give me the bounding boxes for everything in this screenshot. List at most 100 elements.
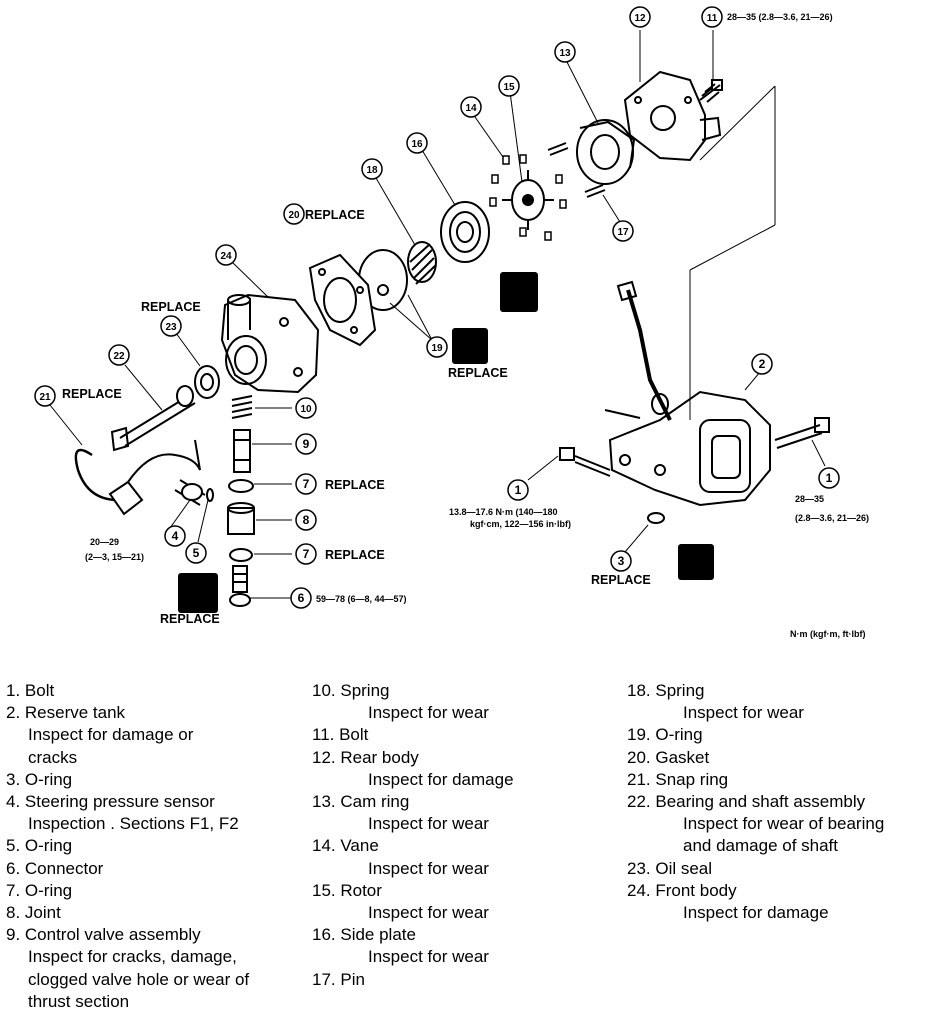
callout-18: 18: [366, 165, 378, 176]
rotor-part: [502, 170, 554, 230]
callout-14: 14: [465, 103, 477, 114]
replace-part-marker: [500, 272, 538, 312]
legend-item-note: Inspect for wear: [683, 703, 804, 723]
legend-item-title: 22. Bearing and shaft assembly: [627, 792, 866, 812]
reserve-tank-part: [604, 280, 771, 507]
legend-item-title: 12. Rear body: [312, 747, 419, 767]
callout-13: 13: [559, 48, 571, 59]
gasket-part: [308, 253, 377, 347]
legend-item: 7. O-ring: [6, 880, 306, 902]
callout-9: 9: [303, 437, 310, 451]
o-ring-3-part: [647, 512, 665, 524]
legend-item-note: Inspect for damage: [683, 903, 829, 923]
callout-22: 22: [113, 351, 125, 362]
replace-part-marker: [452, 328, 488, 364]
torque-spec-1-line1: 13.8—17.6 N·m (140—180: [449, 507, 558, 517]
cam-ring-part: [576, 119, 636, 185]
snap-ring-part: [74, 448, 119, 502]
callout-12: 12: [634, 13, 646, 24]
callout-1: 1: [515, 483, 522, 497]
o-ring-7a-part: [228, 479, 254, 493]
bearing-shaft-part: [110, 385, 196, 452]
legend-item-title: 23. Oil seal: [627, 858, 713, 878]
legend-item-note: Inspect for wear: [368, 703, 489, 723]
replace-part-marker: [678, 544, 714, 580]
callout-7b: 7: [303, 547, 310, 561]
legend-item: 17. Pin: [312, 969, 612, 991]
torque-spec-4-line2: (2—3, 15—21): [85, 552, 144, 562]
spring-10-part: [231, 395, 253, 419]
legend-item-title: 24. Front body: [627, 880, 737, 900]
legend-item: 5. O-ring: [6, 835, 306, 857]
legend-item: 1. Bolt: [6, 680, 306, 702]
legend-item: 21. Snap ring: [627, 769, 937, 791]
legend-item-note: Inspect for wear of bearing: [683, 814, 885, 834]
callout-17: 17: [617, 227, 629, 238]
torque-spec-4-line1: 20—29: [90, 537, 119, 547]
legend-item-title: 7. O-ring: [6, 880, 73, 900]
callout-1b: 1: [826, 471, 833, 485]
legend-item-title: 1. Bolt: [6, 681, 55, 700]
callout-15: 15: [503, 82, 515, 93]
front-body-part: [220, 293, 320, 394]
legend-item-title: 10. Spring: [312, 681, 390, 700]
replace-label-20: REPLACE: [305, 208, 365, 222]
legend-item-title: 18. Spring: [627, 681, 705, 700]
callout-8: 8: [303, 513, 310, 527]
pin-part: [547, 142, 606, 198]
legend-item: 19. O-ring: [627, 724, 937, 746]
o-ring-7b-part: [229, 548, 253, 562]
legend-item-note: Inspect for wear: [368, 903, 489, 923]
callout-3: 3: [618, 554, 625, 568]
connector-part: [229, 565, 251, 607]
callout-21: 21: [39, 392, 51, 403]
legend-item-title: 3. O-ring: [6, 769, 73, 789]
units-note: N·m (kgf·m, ft·lbf): [790, 629, 865, 639]
legend-item-note: and damage of shaft: [683, 836, 839, 856]
legend-item-note: Inspect for wear: [368, 814, 489, 834]
legend-item: 11. Bolt: [312, 724, 612, 746]
callout-4: 4: [172, 529, 179, 543]
replace-label-23: REPLACE: [141, 300, 201, 314]
replace-part-marker: [178, 573, 218, 613]
callout-16: 16: [411, 139, 423, 150]
joint-part: [227, 502, 255, 535]
callout-10: 10: [300, 404, 312, 415]
legend-item-title: 15. Rotor: [312, 880, 382, 900]
vane-part: [489, 154, 567, 241]
legend-item-note: Inspect for wear: [368, 858, 489, 878]
legend-item-note: thrust section: [28, 991, 130, 1011]
legend-item-title: 14. Vane: [312, 836, 379, 856]
legend-item-title: 8. Joint: [6, 903, 61, 923]
legend-item-note: cracks: [28, 747, 78, 767]
oil-seal-part: [194, 365, 220, 399]
torque-spec-1b-line1: 28—35: [795, 494, 824, 504]
replace-label-7b: REPLACE: [325, 548, 385, 562]
legend-item: 6. Connector: [6, 858, 306, 880]
callout-6: 6: [298, 591, 305, 605]
legend-item: 8. Joint: [6, 902, 306, 924]
legend-item-title: 9. Control valve assembly: [6, 925, 201, 945]
bolt-1a-part: [559, 447, 611, 477]
legend-item: 23. Oil seal: [627, 858, 937, 880]
callout-5: 5: [193, 546, 200, 560]
replace-label-3: REPLACE: [591, 573, 651, 587]
rear-body-part: [623, 70, 722, 162]
replace-label-19: REPLACE: [448, 366, 508, 380]
callout-23: 23: [165, 322, 177, 333]
o-ring-5-part: [206, 488, 214, 502]
